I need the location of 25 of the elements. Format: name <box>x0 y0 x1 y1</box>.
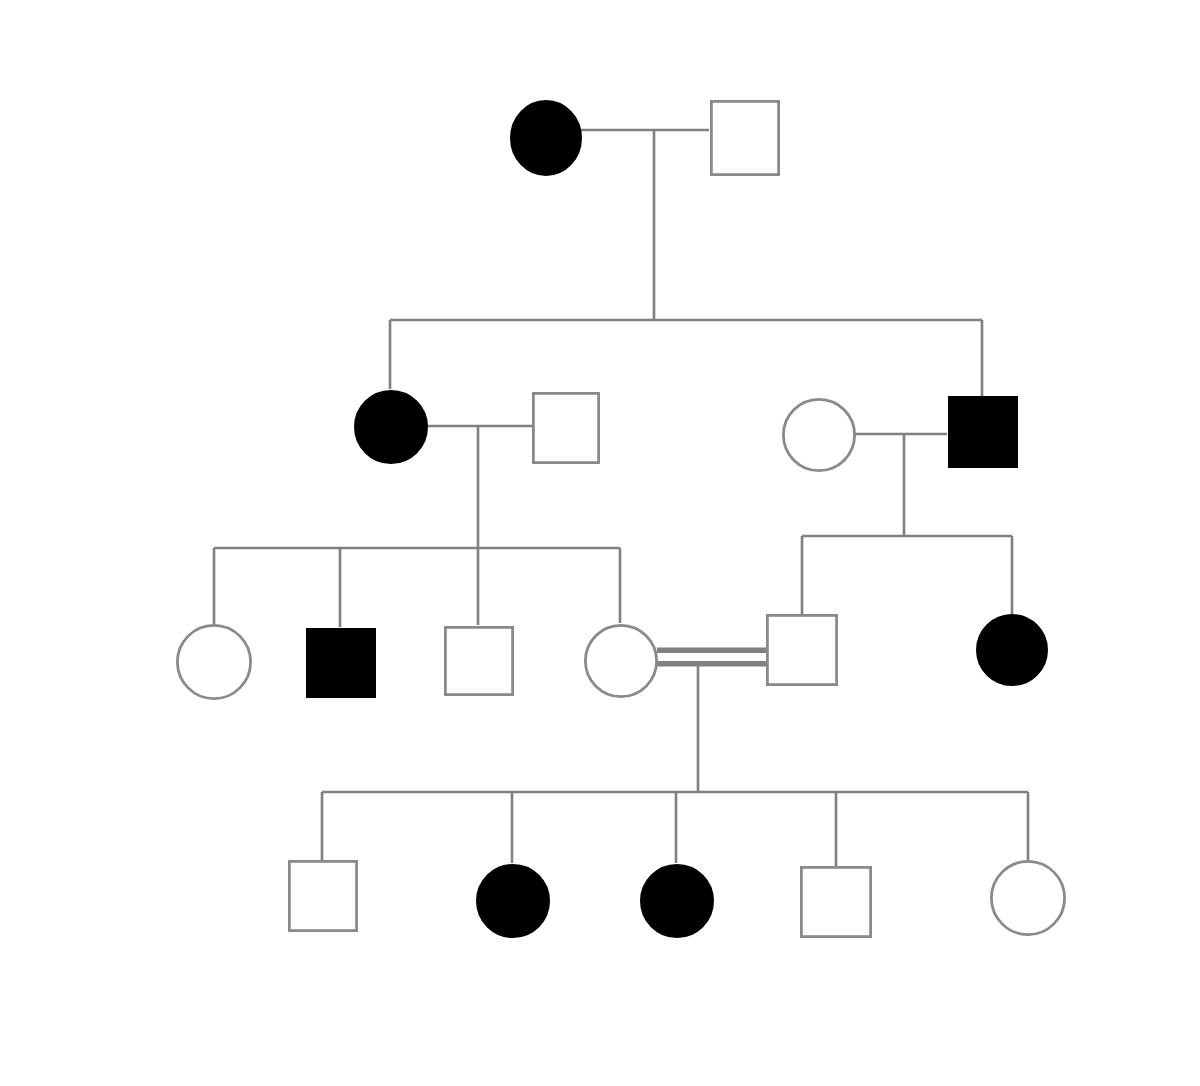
filled-circle-symbol <box>639 863 713 937</box>
filled-circle-symbol <box>510 100 582 176</box>
mating-line <box>581 128 709 132</box>
open-square-symbol <box>709 100 779 176</box>
filled-circle-symbol <box>976 614 1048 686</box>
open-square-symbol <box>287 860 357 932</box>
mating-line <box>427 424 532 428</box>
open-square-symbol <box>766 614 838 686</box>
filled-circle-symbol <box>353 389 427 463</box>
filled-circle-symbol <box>475 863 549 937</box>
descent-line <box>212 424 622 627</box>
descent-line <box>800 432 1014 614</box>
open-circle-symbol <box>176 624 252 700</box>
open-circle-symbol <box>781 397 855 471</box>
filled-square-symbol <box>305 627 375 697</box>
mating-line <box>855 432 947 436</box>
double-mating-line <box>656 647 766 667</box>
open-circle-symbol <box>990 860 1066 936</box>
descent-line <box>388 128 984 396</box>
filled-square-symbol <box>947 396 1017 468</box>
open-circle-symbol <box>583 623 657 697</box>
open-square-symbol <box>532 392 600 464</box>
descent-line <box>320 662 1030 866</box>
open-square-symbol <box>443 625 513 695</box>
open-square-symbol <box>800 866 872 938</box>
